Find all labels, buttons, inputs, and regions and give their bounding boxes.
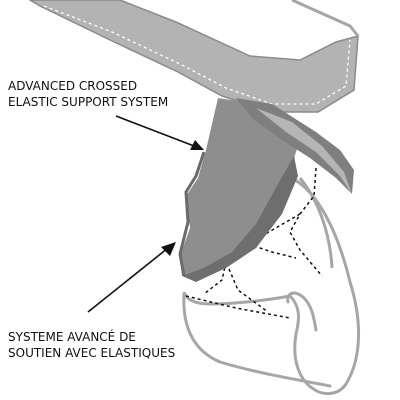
elastic-cross-strap (236, 98, 354, 194)
waistband-back-outline (291, 0, 360, 37)
french-label-arrow (87, 242, 176, 313)
elastic-front-panel (180, 98, 300, 276)
english-label-arrow (115, 115, 204, 150)
elastic-front-shade (182, 156, 298, 282)
crossed-elastic-support (178, 98, 354, 282)
english-feature-label: ADVANCED CROSSED ELASTIC SUPPORT SYSTEM (8, 78, 168, 110)
leg-opening-outline (182, 292, 332, 388)
french-label-line-2: SOUTIEN AVEC ELASTIQUES (8, 346, 176, 360)
pouch-outline (182, 176, 361, 395)
pointer-arrows (87, 115, 204, 313)
french-label-line-1: SYSTEME AVANCÉ DE (8, 330, 136, 344)
waistband-fabric (28, 0, 359, 113)
waistband-stitching (43, 5, 351, 105)
pouch-hook-curve (286, 291, 318, 332)
elastic-side-edge (178, 151, 206, 277)
english-label-line-2: ELASTIC SUPPORT SYSTEM (8, 95, 169, 109)
waistband (28, 0, 360, 113)
english-label-line-1: ADVANCED CROSSED (8, 79, 138, 93)
pouch-inner-curve (298, 177, 334, 269)
french-feature-label: SYSTEME AVANCÉ DE SOUTIEN AVEC ELASTIQUE… (8, 329, 175, 361)
